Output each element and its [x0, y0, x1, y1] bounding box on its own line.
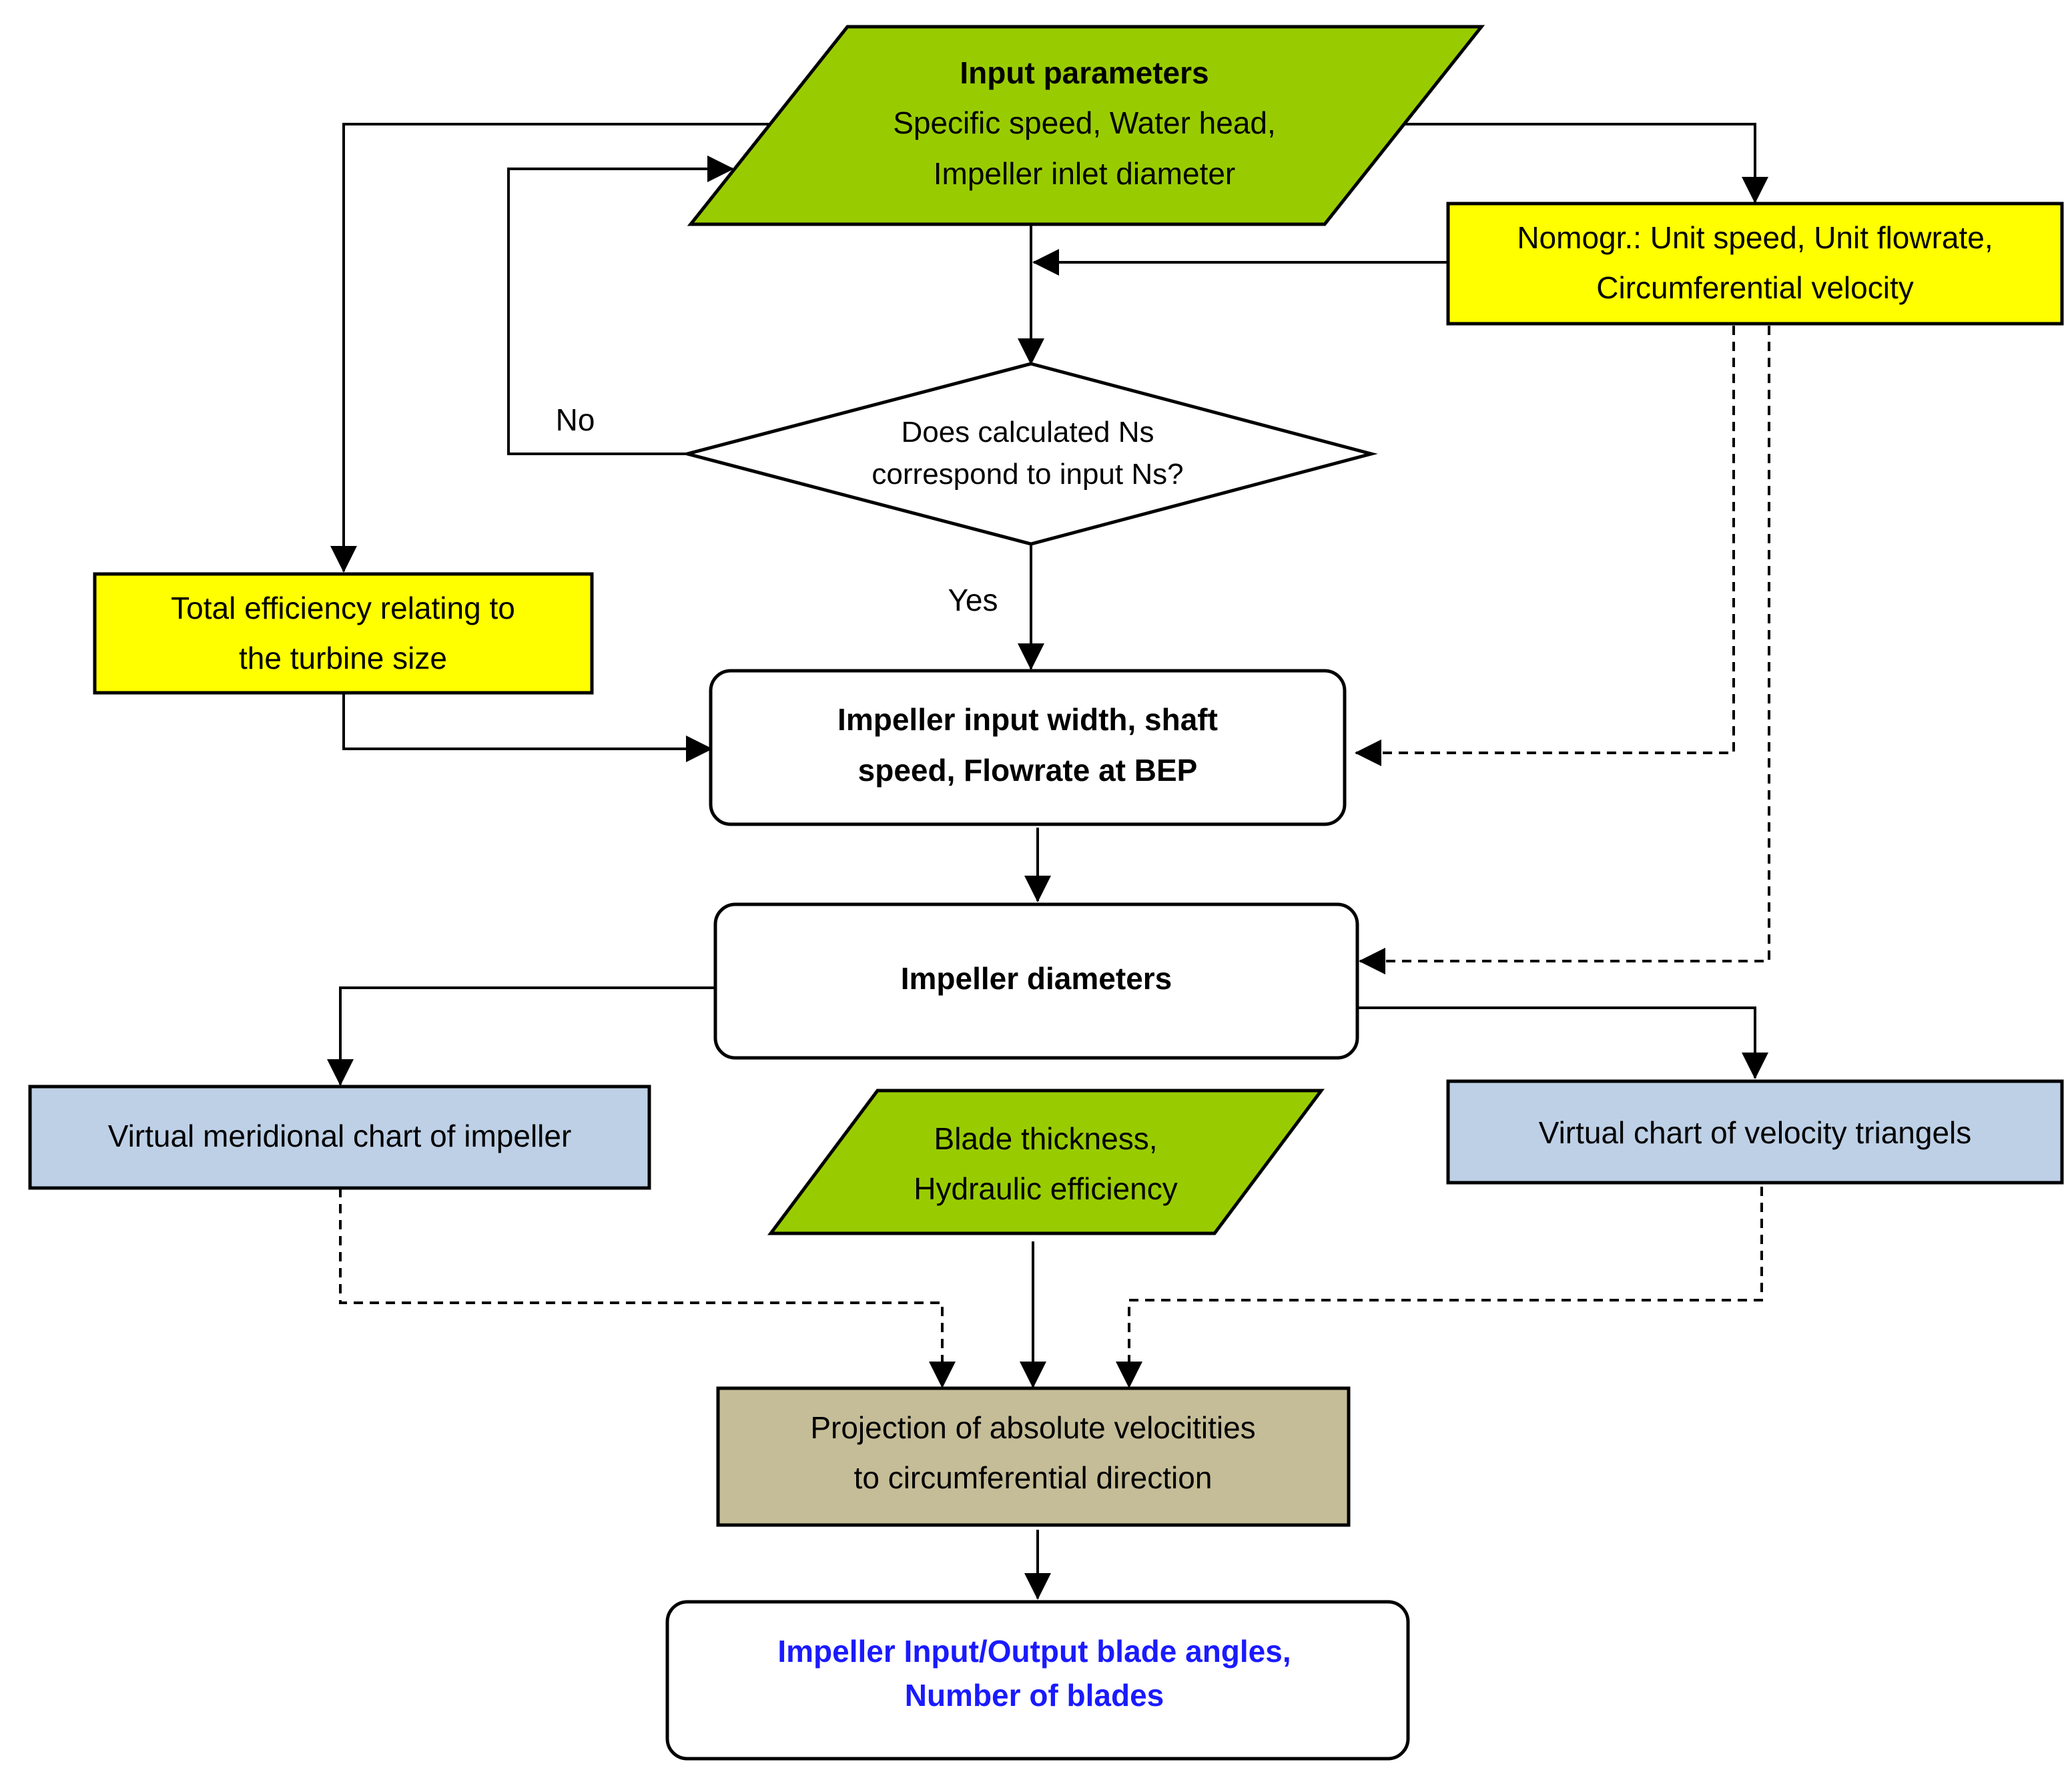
connectors [327, 123, 1770, 1600]
decision-no-label: No [556, 402, 595, 437]
meridional-chart-label: Virtual meridional chart of impeller [108, 1119, 572, 1153]
input-parameters-line2: Impeller inlet diameter [934, 156, 1236, 191]
blade-thickness-line1: Blade thickness, [934, 1121, 1158, 1156]
connector-diameters-to-triangles [1358, 1006, 1768, 1079]
connector-dashed-nomogram-to-diameters [1359, 326, 1770, 974]
impeller-diameters-box [713, 902, 1359, 1060]
connector-dashed-meridional-to-projection [339, 1188, 956, 1388]
connector-dashed-nomogram-to-width [1355, 326, 1735, 766]
output-line2: Number of blades [905, 1678, 1164, 1713]
input-parameters-shape [687, 25, 1485, 226]
impeller-width-line1: Impeller input width, shaft [837, 702, 1218, 737]
decision-shape [681, 362, 1378, 546]
blade-thickness-line2: Hydraulic efficiency [914, 1171, 1177, 1206]
meridional-chart-node: Virtual meridional chart of impeller [28, 1085, 651, 1190]
impeller-width-node: Impeller input width, shaft speed, Flowr… [709, 669, 1347, 826]
total-efficiency-line2: the turbine size [239, 641, 447, 675]
velocity-triangles-node: Virtual chart of velocity triangels [1446, 1079, 2064, 1185]
projection-node: Projection of absolute velocitities to c… [716, 1386, 1351, 1527]
output-box [665, 1600, 1410, 1761]
projection-box [716, 1386, 1351, 1527]
connector-input-to-efficiency [330, 123, 774, 573]
projection-line2: to circumferential direction [854, 1460, 1213, 1495]
impeller-diameters-label: Impeller diameters [901, 961, 1172, 996]
decision-yes-label: Yes [948, 583, 998, 617]
total-efficiency-box [93, 572, 594, 695]
nomogram-line2: Circumferential velocity [1596, 270, 1913, 305]
decision-line2: correspond to input Ns? [872, 458, 1183, 491]
connector-input-to-nomogram [1401, 123, 1768, 204]
impeller-width-line2: speed, Flowrate at BEP [858, 753, 1198, 788]
blade-thickness-node: Blade thickness, Hydraulic efficiency [767, 1089, 1325, 1235]
velocity-triangles-box [1446, 1079, 2064, 1185]
input-parameters-line1: Specific speed, Water head, [893, 105, 1276, 140]
impeller-width-box [709, 669, 1347, 826]
nomogram-node: Nomogr.: Unit speed, Unit flowrate, Circ… [1446, 202, 2064, 326]
meridional-chart-box [28, 1085, 651, 1190]
nomogram-line1: Nomogr.: Unit speed, Unit flowrate, [1517, 220, 1993, 255]
nomogram-box [1446, 202, 2064, 326]
input-parameters-title: Input parameters [960, 55, 1208, 90]
input-parameters-node: Input parameters Specific speed, Water h… [687, 25, 1485, 226]
impeller-diameters-node: Impeller diameters [713, 902, 1359, 1060]
blade-thickness-shape [767, 1089, 1325, 1235]
decision-line1: Does calculated Ns [901, 416, 1154, 449]
output-node: Impeller Input/Output blade angles, Numb… [665, 1600, 1410, 1761]
connector-no-loop [507, 156, 734, 455]
total-efficiency-line1: Total efficiency relating to [171, 591, 515, 625]
output-line1: Impeller Input/Output blade angles, [777, 1634, 1291, 1669]
decision-node: Does calculated Ns correspond to input N… [556, 362, 1378, 617]
total-efficiency-node: Total efficiency relating to the turbine… [93, 572, 594, 695]
connector-dashed-triangles-to-projection [1116, 1187, 1763, 1388]
projection-line1: Projection of absolute velocitities [810, 1410, 1255, 1445]
connector-diameters-to-meridional [327, 986, 716, 1086]
velocity-triangles-label: Virtual chart of velocity triangels [1539, 1115, 1972, 1150]
connector-efficiency-to-width [342, 694, 713, 762]
